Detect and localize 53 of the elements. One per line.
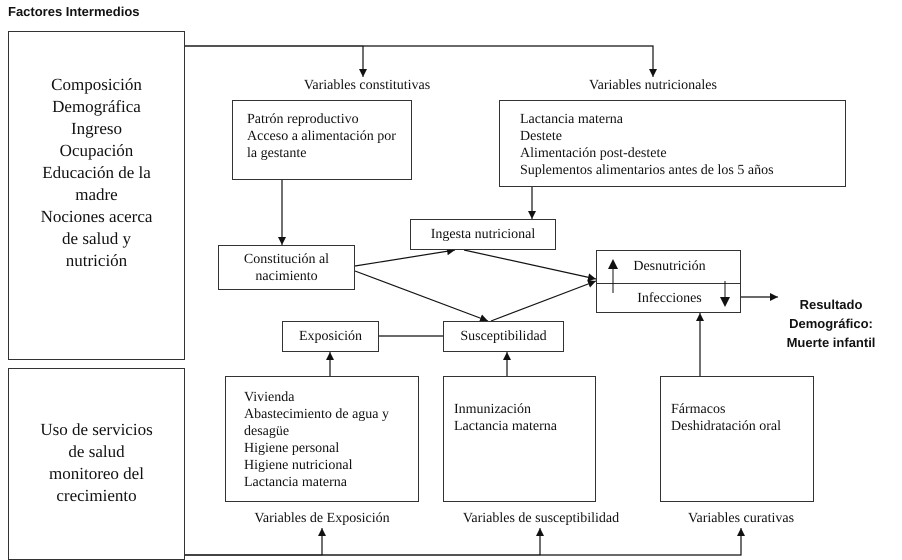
list-item: Higiene personal bbox=[244, 440, 340, 457]
list-item: Alimentación post-destete bbox=[520, 145, 668, 162]
group-heading: Variables de Exposición bbox=[253, 510, 391, 527]
factor-text: Ingreso bbox=[70, 118, 123, 140]
arrow bbox=[185, 528, 745, 556]
factor-text: Composición Demográfica bbox=[50, 74, 143, 118]
arrow bbox=[464, 249, 596, 282]
list-item: Lactancia materna bbox=[520, 111, 624, 128]
list-item: Acceso a alimentación por la gestante bbox=[247, 128, 397, 162]
arrow bbox=[354, 270, 488, 322]
factor-text: Uso de servicios de salud monitoreo del crecimiento bbox=[39, 419, 154, 507]
arrow bbox=[490, 280, 596, 322]
factor-text: Nociones acerca de salud y nutrición bbox=[40, 206, 154, 272]
process-box bbox=[443, 321, 564, 352]
list-item: Fármacos bbox=[671, 401, 726, 418]
list-item: Lactancia materna bbox=[244, 474, 348, 491]
process-box bbox=[410, 219, 556, 250]
node-label: Susceptibilidad bbox=[459, 328, 548, 345]
group-heading: Variables de susceptibilidad bbox=[462, 510, 620, 527]
node-label: Desnutrición bbox=[632, 258, 707, 275]
arrow bbox=[741, 293, 778, 301]
factor-box bbox=[8, 368, 185, 560]
list-item: Lactancia materna bbox=[454, 418, 558, 435]
list-item: Inmunización bbox=[454, 401, 532, 418]
node-label: Infecciones bbox=[636, 290, 703, 306]
arrow bbox=[185, 45, 657, 77]
factor-text: Educación de la madre bbox=[41, 162, 152, 206]
node-label: Constitución al nacimiento bbox=[242, 250, 330, 284]
list-item: Patrón reproductivo bbox=[247, 111, 360, 128]
list-item: Higiene nutricional bbox=[244, 457, 354, 474]
arrow bbox=[503, 352, 511, 376]
arrow bbox=[528, 187, 536, 219]
process-box bbox=[218, 245, 355, 290]
arrow bbox=[326, 352, 334, 376]
list-item: Abastecimiento de agua y desagüe bbox=[244, 406, 390, 440]
group-heading: Variables curativas bbox=[686, 510, 796, 527]
node-label: Ingesta nutricional bbox=[430, 226, 536, 243]
process-box bbox=[282, 321, 379, 352]
group-heading: Variables nutricionales bbox=[588, 77, 718, 94]
list-item: Vivienda bbox=[244, 389, 296, 406]
outcome-label: Resultado Demográfico: Muerte infantil bbox=[786, 296, 876, 352]
diagram-title: Factores Intermedios bbox=[8, 4, 140, 19]
list-item: Destete bbox=[520, 128, 563, 145]
list-item: Deshidratación oral bbox=[671, 418, 782, 435]
connector-line bbox=[379, 335, 443, 337]
node-label: Exposición bbox=[298, 328, 363, 345]
arrow bbox=[278, 180, 286, 245]
list-item: Suplementos alimentarios antes de los 5 años bbox=[520, 162, 775, 179]
group-heading: Variables constitutivas bbox=[302, 77, 432, 94]
outcome-box bbox=[596, 250, 741, 313]
factor-text: Ocupación bbox=[58, 140, 134, 162]
arrow bbox=[696, 313, 704, 376]
factor-box bbox=[8, 31, 185, 360]
